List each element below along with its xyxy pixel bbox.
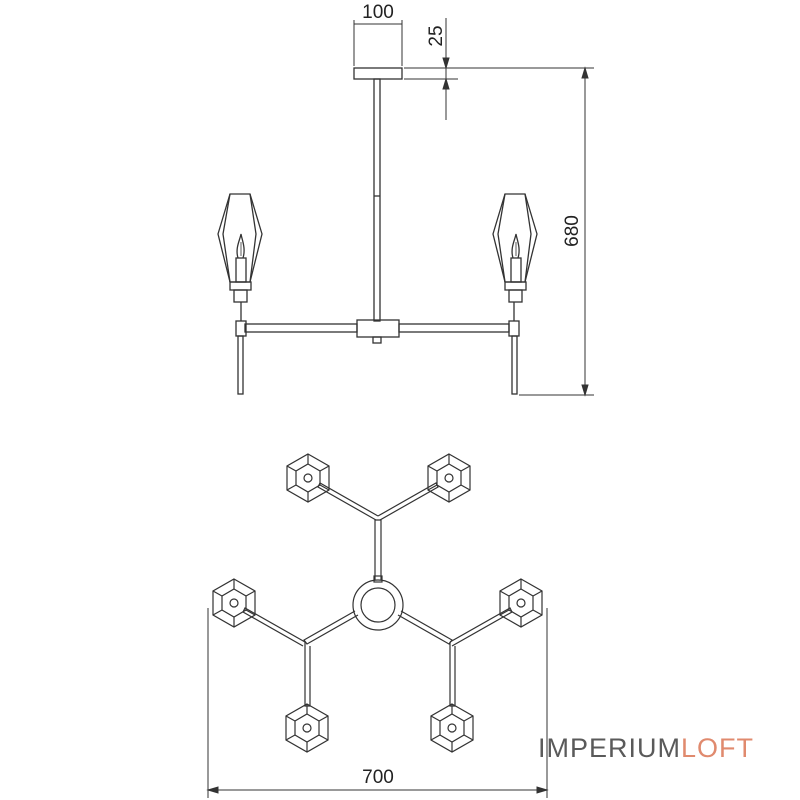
dim-canopy-height: 25 — [426, 25, 447, 46]
brand-part1: IMPERIUM — [538, 733, 681, 763]
shade-top-1 — [286, 453, 330, 503]
shade-left — [217, 193, 263, 303]
side-view — [217, 67, 538, 395]
brand-logo: IMPERIUMLOFT — [538, 733, 754, 764]
shade-top-2 — [427, 453, 471, 503]
top-view — [212, 453, 543, 753]
dim-total-height: 680 — [562, 215, 583, 247]
canopy — [353, 67, 403, 80]
dim-canopy-width: 100 — [362, 2, 394, 23]
horizontal-arm-left — [244, 323, 358, 333]
horizontal-arm-right — [398, 323, 510, 333]
dim-total-width: 700 — [362, 767, 394, 788]
shade-top-3 — [212, 578, 256, 628]
shade-top-4 — [499, 578, 543, 628]
center-ring — [352, 579, 404, 631]
shade-top-6 — [430, 703, 474, 753]
dimension-lines-side — [353, 18, 594, 397]
arms — [242, 482, 513, 707]
dimension-lines-top — [206, 608, 549, 798]
shade-top-5 — [285, 703, 329, 753]
shade-right — [492, 193, 538, 303]
brand-part2: LOFT — [681, 733, 755, 763]
central-hub — [356, 319, 400, 338]
suspension-rod — [373, 78, 381, 322]
